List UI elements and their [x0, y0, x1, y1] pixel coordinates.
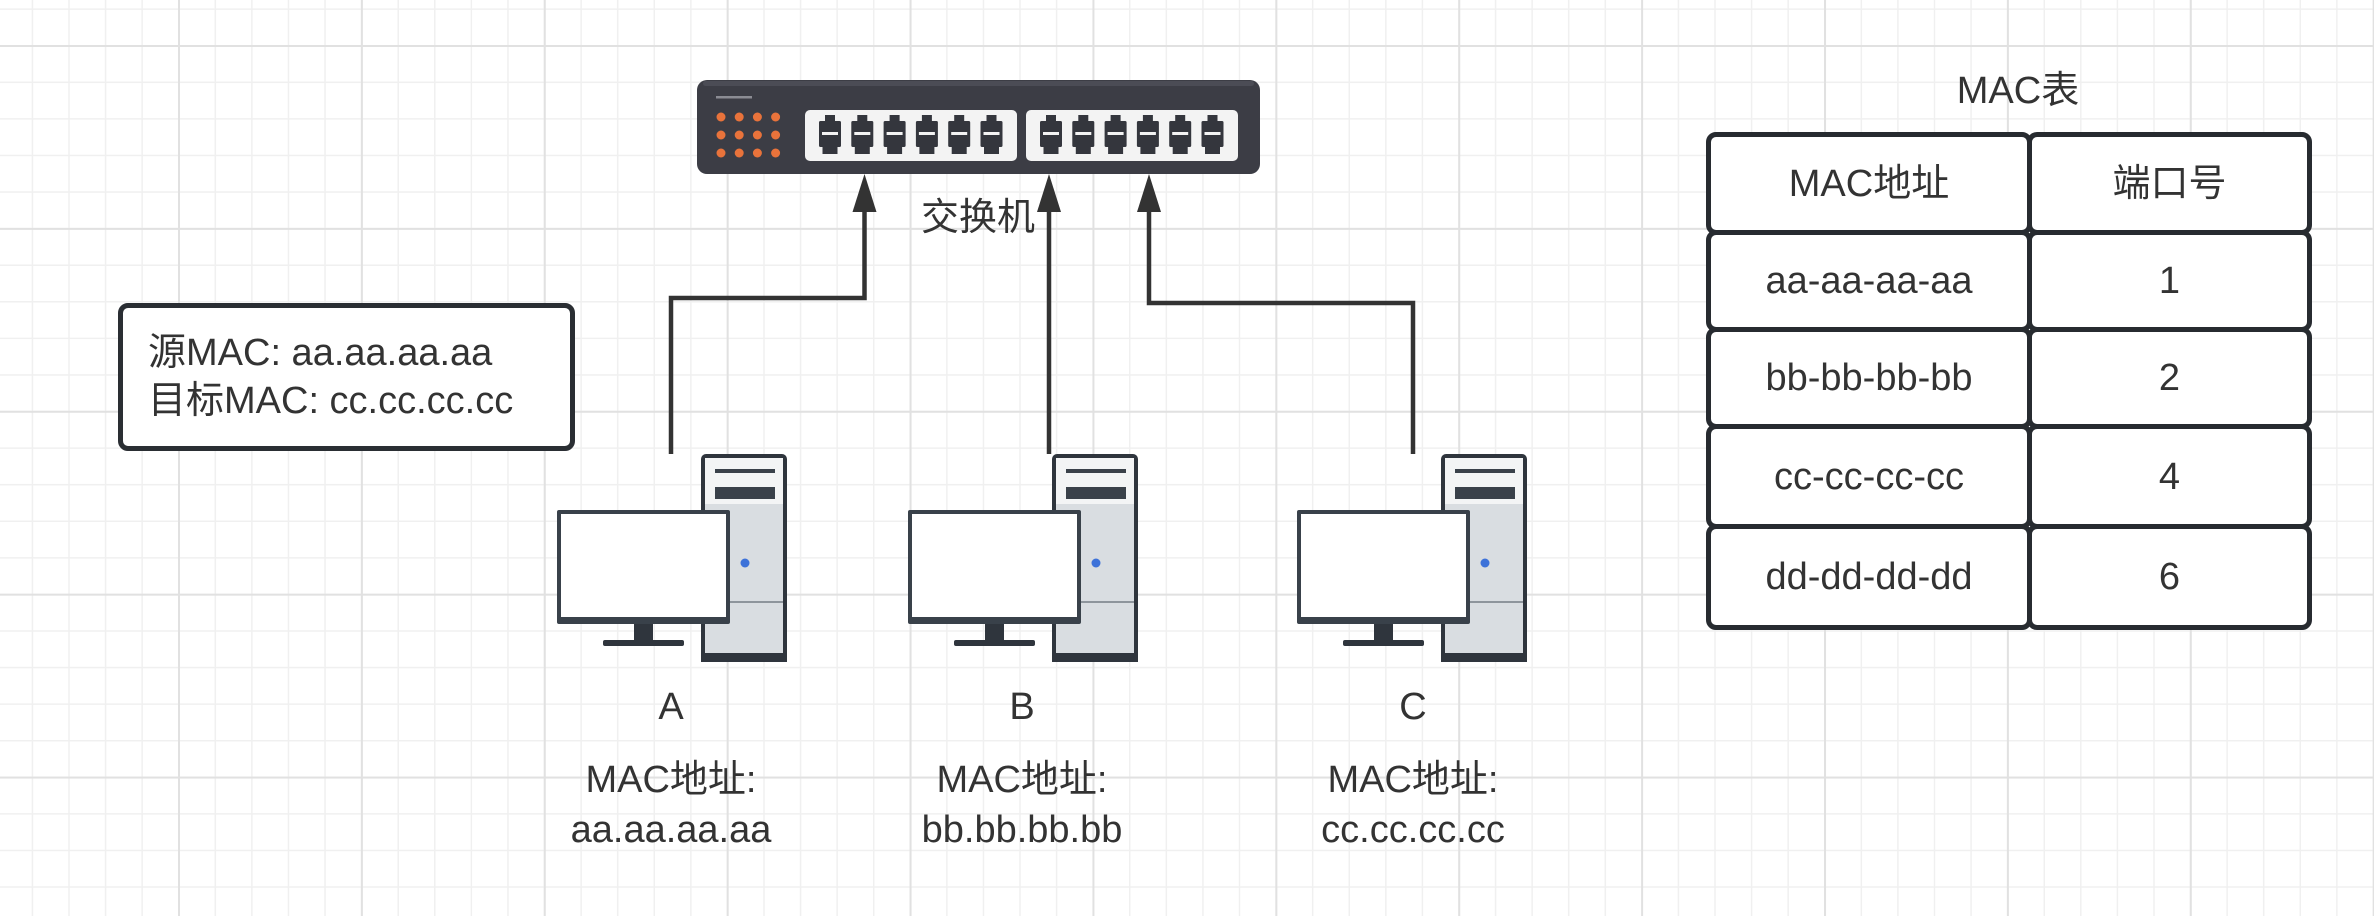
switch-label: 交换机	[920, 197, 1036, 239]
power-led	[740, 558, 750, 568]
mac-table-header-mac: MAC地址	[1706, 132, 2032, 235]
source-mac-text: 源MAC: aa.aa.aa.aa	[148, 332, 493, 374]
table-cell-port: 4	[2027, 424, 2312, 529]
arrow-c-to-switch	[1137, 174, 1416, 454]
table-cell-mac: dd-dd-dd-dd	[1706, 524, 2032, 630]
host-c-mac: cc.cc.cc.cc	[1321, 809, 1505, 851]
table-cell-mac: aa-aa-aa-aa	[1706, 230, 2032, 332]
destination-mac-text: 目标MAC: cc.cc.cc.cc	[148, 380, 514, 422]
host-a-mac-label: MAC地址:	[585, 759, 757, 801]
host-b-mac-label: MAC地址:	[936, 759, 1108, 801]
host-c-mac-label: MAC地址:	[1327, 759, 1499, 801]
mac-table-header-port: 端口号	[2027, 132, 2312, 235]
host-a-name: A	[658, 686, 684, 728]
port-panel-left	[805, 110, 1017, 161]
switch-led-grid	[716, 112, 781, 158]
monitor	[557, 510, 730, 646]
monitor	[1297, 510, 1470, 646]
power-led	[1091, 558, 1101, 568]
host-c-name: C	[1399, 686, 1427, 728]
arrow-up-icon	[852, 174, 877, 212]
table-cell-mac: cc-cc-cc-cc	[1706, 424, 2032, 529]
host-a-mac: aa.aa.aa.aa	[570, 809, 772, 851]
arrow-a-to-switch	[668, 174, 877, 454]
table-cell-mac: bb-bb-bb-bb	[1706, 327, 2032, 429]
mac-table-title: MAC表	[1956, 70, 2080, 112]
frame-info-callout: 源MAC: aa.aa.aa.aa 目标MAC: cc.cc.cc.cc	[118, 303, 575, 451]
arrow-up-icon	[1037, 174, 1061, 212]
computer-a-icon	[557, 454, 787, 662]
table-cell-port: 1	[2027, 230, 2312, 332]
computer-c-icon	[1297, 454, 1527, 662]
table-cell-port: 6	[2027, 524, 2312, 630]
network-switch-icon	[697, 80, 1260, 174]
arrow-up-icon	[1137, 174, 1161, 212]
monitor	[908, 510, 1081, 646]
power-led	[1480, 558, 1490, 568]
port-panel-right	[1026, 110, 1238, 161]
arrow-b-to-switch	[1037, 174, 1061, 454]
host-b-mac: bb.bb.bb.bb	[921, 809, 1123, 851]
table-cell-port: 2	[2027, 327, 2312, 429]
computer-b-icon	[908, 454, 1138, 662]
host-b-name: B	[1009, 686, 1035, 728]
tower	[701, 454, 787, 662]
